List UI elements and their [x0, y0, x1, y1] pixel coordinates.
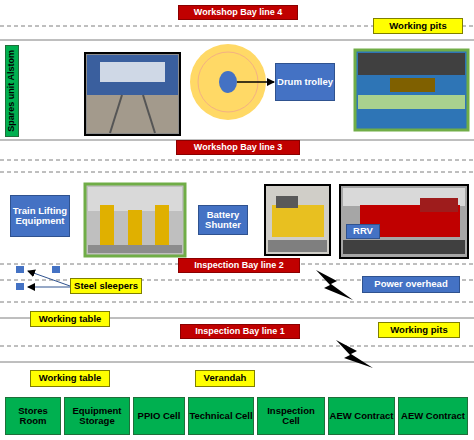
steel-sleeper-markers [16, 266, 70, 290]
node-text: Battery Shunter [199, 210, 247, 231]
room-box: Equipment Storage [64, 397, 130, 435]
node-text: AEW Contract [401, 411, 465, 421]
node-text: Steel sleepers [74, 281, 138, 291]
node-text: Technical Cell [189, 411, 252, 421]
side-unit-box: Spares unit Alstom [5, 45, 19, 137]
room-box: PPIO Cell [133, 397, 185, 435]
node-text: Power overhead [374, 279, 447, 289]
node-text: Workshop Bay line 4 [194, 8, 282, 18]
node-text: Drum trolley [277, 77, 333, 87]
node-text: Workshop Bay line 3 [194, 143, 282, 153]
node-text: Stores Room [6, 406, 60, 427]
rrv-photo [340, 185, 468, 258]
bay-line-banner: Inspection Bay line 2 [178, 258, 300, 273]
equipment-label: Drum trolley [275, 63, 335, 101]
node-text: Working table [39, 373, 102, 383]
callout-box: Working table [30, 311, 110, 327]
node-text: Working table [39, 314, 102, 324]
node-text: Train Lifting Equipment [11, 206, 69, 227]
node-text: Verandah [204, 373, 247, 383]
lifting-equipment-photo [85, 184, 185, 256]
bay-line-banner: Workshop Bay line 4 [178, 5, 298, 20]
node-text: AEW Contract [330, 411, 394, 421]
node-text: Spares unit Alstom [7, 50, 17, 132]
callout-box: Working pits [378, 322, 460, 338]
callout-box: Working table [30, 370, 110, 387]
working-pits-photo [355, 50, 468, 130]
equipment-label: Train Lifting Equipment [10, 195, 70, 237]
node-text: PPIO Cell [138, 411, 181, 421]
room-box: AEW Contract [398, 397, 468, 435]
node-text: Inspection Cell [258, 406, 324, 427]
room-box: Stores Room [5, 397, 61, 435]
room-box: AEW Contract [328, 397, 395, 435]
node-text: Equipment Storage [65, 406, 129, 427]
node-text: RRV [353, 226, 373, 236]
callout-box: Working pits [373, 18, 463, 34]
node-text: Inspection Bay line 2 [194, 261, 284, 271]
equipment-label: RRV [346, 224, 380, 239]
equipment-label: Power overhead [362, 276, 460, 293]
battery-shunter-photo [265, 185, 330, 255]
drum-trolley-symbol [190, 44, 274, 120]
node-text: Working pits [390, 325, 447, 335]
callout-box: Verandah [195, 370, 255, 387]
callout-box: Steel sleepers [70, 278, 142, 294]
room-box: Inspection Cell [257, 397, 325, 435]
node-text: Working pits [389, 21, 446, 31]
node-text: Inspection Bay line 1 [195, 327, 285, 337]
bay-line-banner: Workshop Bay line 3 [176, 140, 300, 155]
room-box: Technical Cell [188, 397, 254, 435]
bay-lines [0, 26, 474, 362]
bay-line-banner: Inspection Bay line 1 [180, 324, 300, 339]
equipment-label: Battery Shunter [198, 205, 248, 235]
train-photo [85, 53, 180, 135]
